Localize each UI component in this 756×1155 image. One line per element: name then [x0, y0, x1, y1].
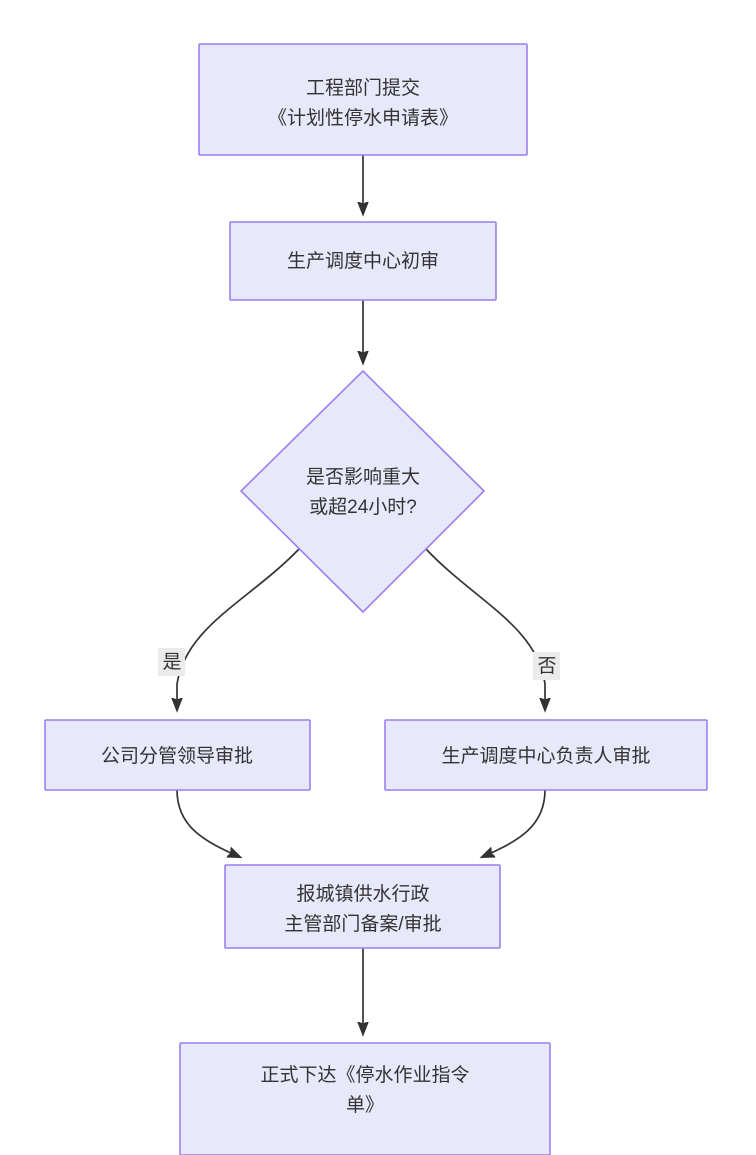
node-engineering-submit-shape — [198, 43, 528, 156]
node-issue-shutdown-order[interactable]: 正式下达《停水作业指令 单》 — [179, 1042, 551, 1155]
node-dispatch-manager-approval-label: 生产调度中心负责人审批 — [441, 745, 650, 767]
edge-label-no-bg — [533, 652, 560, 680]
edge-decision-no-to-manager — [425, 548, 545, 710]
node-impact-decision[interactable]: 是否影响重大 或超24小时? — [239, 369, 486, 614]
node-impact-decision-line1: 是否影响重大 — [306, 466, 420, 488]
edge-label-yes-text: 是 — [162, 652, 181, 673]
node-engineering-submit[interactable]: 工程部门提交 《计划性停水申请表》 — [198, 43, 528, 156]
node-municipal-water-filing[interactable]: 报城镇供水行政 主管部门备案/审批 — [224, 864, 501, 949]
edge-label-yes-bg — [158, 648, 185, 676]
node-municipal-water-filing-line2: 主管部门备案/审批 — [284, 913, 441, 935]
edge-label-no-text: 否 — [537, 656, 556, 677]
edge-label-yes: 是 — [158, 648, 185, 676]
edge-leader-to-filing — [176, 789, 240, 857]
node-municipal-water-filing-line1: 报城镇供水行政 — [296, 883, 429, 905]
node-dispatch-manager-approval[interactable]: 生产调度中心负责人审批 — [384, 719, 708, 791]
edge-manager-to-filing — [482, 789, 546, 857]
node-issue-shutdown-order-shape — [179, 1042, 551, 1155]
node-impact-decision-shape — [239, 369, 486, 614]
node-dispatch-center-first-review[interactable]: 生产调度中心初审 — [229, 221, 497, 301]
node-issue-shutdown-order-line1: 正式下达《停水作业指令 — [260, 1064, 469, 1086]
node-engineering-submit-line1: 工程部门提交 — [306, 77, 420, 99]
node-impact-decision-line2: 或超24小时? — [309, 496, 417, 518]
edge-decision-yes-to-leader — [177, 548, 300, 710]
node-municipal-water-filing-shape — [224, 864, 501, 949]
node-dispatch-center-first-review-shape — [229, 221, 497, 301]
node-company-leader-approval-label: 公司分管领导审批 — [101, 745, 253, 767]
node-company-leader-approval-shape — [44, 719, 311, 791]
edge-label-no: 否 — [533, 652, 560, 680]
node-engineering-submit-line2: 《计划性停水申请表》 — [268, 107, 458, 129]
node-company-leader-approval[interactable]: 公司分管领导审批 — [44, 719, 311, 791]
node-dispatch-manager-approval-shape — [384, 719, 708, 791]
node-dispatch-center-first-review-label: 生产调度中心初审 — [287, 250, 439, 272]
node-issue-shutdown-order-line2: 单》 — [346, 1094, 384, 1116]
